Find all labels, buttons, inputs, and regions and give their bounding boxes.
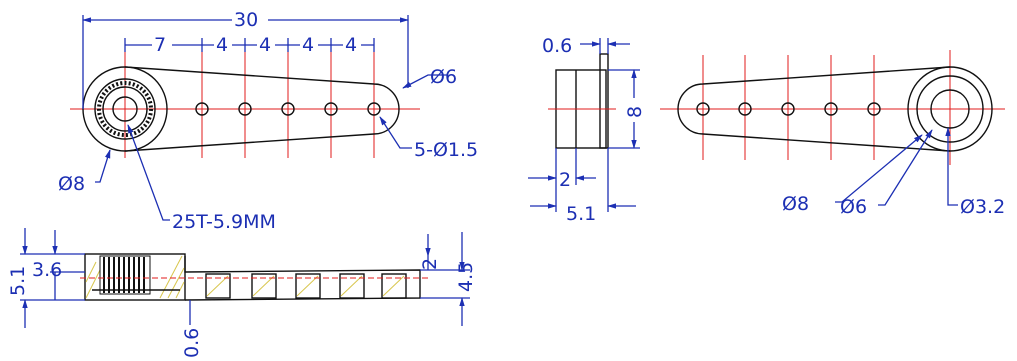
spacing-first-label: 7 [154, 34, 166, 56]
spline-section [99, 255, 151, 295]
step-label: 2 [559, 169, 571, 191]
arm-slots [205, 273, 407, 299]
overall-length-label: 30 [234, 9, 258, 31]
bore-diameter-leader [945, 127, 958, 206]
top-view: 30 7 4 4 4 4 Ø6 5-Ø1.5 Ø8 25T-5.9MM [58, 8, 478, 233]
end-width-label: 5.1 [566, 203, 596, 225]
spacing-label-4: 4 [345, 34, 357, 56]
hub-diameter-leader [95, 149, 111, 183]
bottom-hub-mid [916, 75, 984, 143]
inner-diameter-label: Ø6 [840, 196, 867, 218]
hub-diameter-label: Ø8 [58, 173, 85, 195]
hub-hatching [85, 255, 185, 299]
flange-label: 0.6 [542, 35, 572, 57]
hole-spacing-ticks [124, 38, 375, 52]
bottom-view: Ø8 Ø6 Ø3.2 [660, 50, 1005, 218]
spacing-label-1: 4 [216, 34, 228, 56]
holes-callout-label: 5-Ø1.5 [414, 139, 478, 161]
arm-thickness-label: 2 [419, 258, 441, 270]
tip-diameter-label: Ø6 [430, 66, 457, 88]
spline-outer [94, 78, 156, 140]
spacing-label-3: 4 [302, 34, 314, 56]
total-height-label: 5.1 [7, 266, 29, 296]
hub-bore [112, 96, 138, 122]
base-step-label: 0.6 [181, 328, 203, 358]
bottom-hub-outer [907, 66, 993, 152]
spacing-label-2: 4 [259, 34, 271, 56]
outer-diameter-leader [835, 134, 923, 203]
inner-diameter-leader [878, 129, 933, 206]
holes-leader [379, 116, 412, 149]
arm-holes [195, 102, 381, 116]
bottom-arm-holes [696, 102, 881, 116]
end-view-flange [599, 53, 609, 149]
outer-diameter-label: Ø8 [782, 193, 809, 215]
hub-height-label: 3.6 [32, 259, 62, 281]
spline-teeth [97, 81, 153, 137]
hub-section [84, 253, 186, 301]
side-view: 5.1 3.6 2 4.5 0.6 [7, 228, 477, 358]
spline-inner [102, 86, 148, 132]
arm-height-label: 4.5 [455, 262, 477, 292]
hole-centerlines [124, 42, 375, 158]
bore-diameter-label: Ø3.2 [960, 196, 1005, 218]
end-height-label: 8 [624, 106, 646, 118]
arm-outline [124, 66, 400, 152]
tip-diameter-leader [402, 74, 448, 89]
spline-leader [127, 124, 170, 221]
spline-callout-label: 25T-5.9MM [172, 211, 276, 233]
end-view: 0.6 8 2 5.1 [528, 35, 646, 225]
bottom-arm-outline [677, 66, 951, 152]
